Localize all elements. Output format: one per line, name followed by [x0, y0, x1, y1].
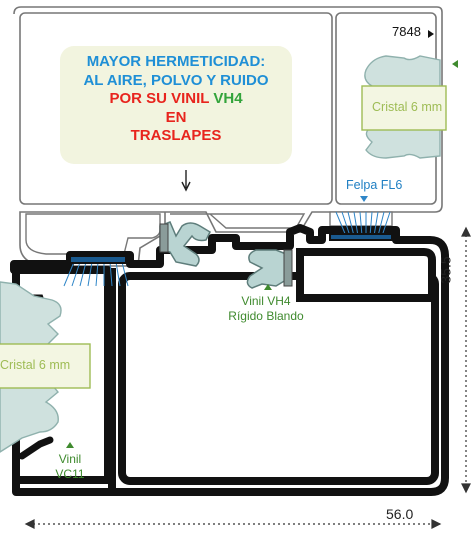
callout-line-5: TRASLAPES: [130, 127, 222, 144]
vinyl-vc11-label-line1: Vinil: [58, 452, 82, 466]
glass-top-label: Cristal 6 mm: [372, 100, 443, 114]
upper-profile-outline: [13, 6, 443, 267]
part-code-label: 7848: [392, 24, 421, 39]
frame-outer: [10, 224, 449, 496]
felt-brush-top: [335, 211, 391, 237]
vinyl-vh4-lower-base: [283, 249, 293, 287]
vc11-arrow: [66, 442, 74, 448]
glass-pane-top: [361, 85, 447, 131]
glass-pane-left: [0, 343, 91, 389]
vinyl-vh4-lower: [246, 249, 287, 289]
vinyl-vh4-label: Vinil VH4 Rígido Blando: [218, 294, 314, 324]
vinyl-vh4-label-line1: Vinil VH4: [241, 294, 291, 308]
vinyl-vc11-label: Vinil VC11: [46, 452, 94, 482]
gasket-arrow-top: [452, 60, 458, 68]
felpa-arrow: [360, 196, 368, 202]
callout-line-1: MAYOR HERMETICIDAD:: [86, 53, 266, 70]
dimension-width-label: 56.0: [386, 506, 414, 522]
part-code-arrow: [428, 30, 434, 38]
vinyl-vc11-label-line2: VC11: [55, 467, 85, 481]
callout-line-2: AL AIRE, POLVO Y RUIDO: [83, 71, 269, 89]
vinyl-vh4-label-line2: Rígido Blando: [228, 309, 304, 323]
frame-top-chamber: [296, 248, 436, 302]
callout-line-3-prefix: POR SU VINIL: [109, 90, 214, 107]
frame-left-hook-bottom: [18, 436, 54, 460]
dimension-height-label: 35.5: [437, 256, 454, 284]
glass-left-label: Cristal 6 mm: [0, 358, 71, 372]
felpa-label: Felpa FL6: [346, 178, 403, 192]
vinyl-vh4-upper: [159, 221, 211, 267]
hermeticity-callout: MAYOR HERMETICIDAD: AL AIRE, POLVO Y RUI…: [60, 46, 292, 164]
felt-brush-left: [63, 261, 129, 287]
vh4-arrow: [264, 284, 272, 290]
dimension-width-line: [24, 519, 442, 529]
felt-base-left: [69, 255, 127, 264]
callout-vinyl-code: VH4: [213, 90, 243, 107]
callout-line-4: EN: [165, 108, 187, 126]
dimension-height-line: [461, 226, 471, 494]
callout-arrow: [181, 170, 191, 192]
callout-line-3: POR SU VINIL VH4: [60, 90, 292, 109]
vinyl-vh4-upper-base: [159, 223, 169, 253]
felt-base-top: [329, 233, 393, 241]
